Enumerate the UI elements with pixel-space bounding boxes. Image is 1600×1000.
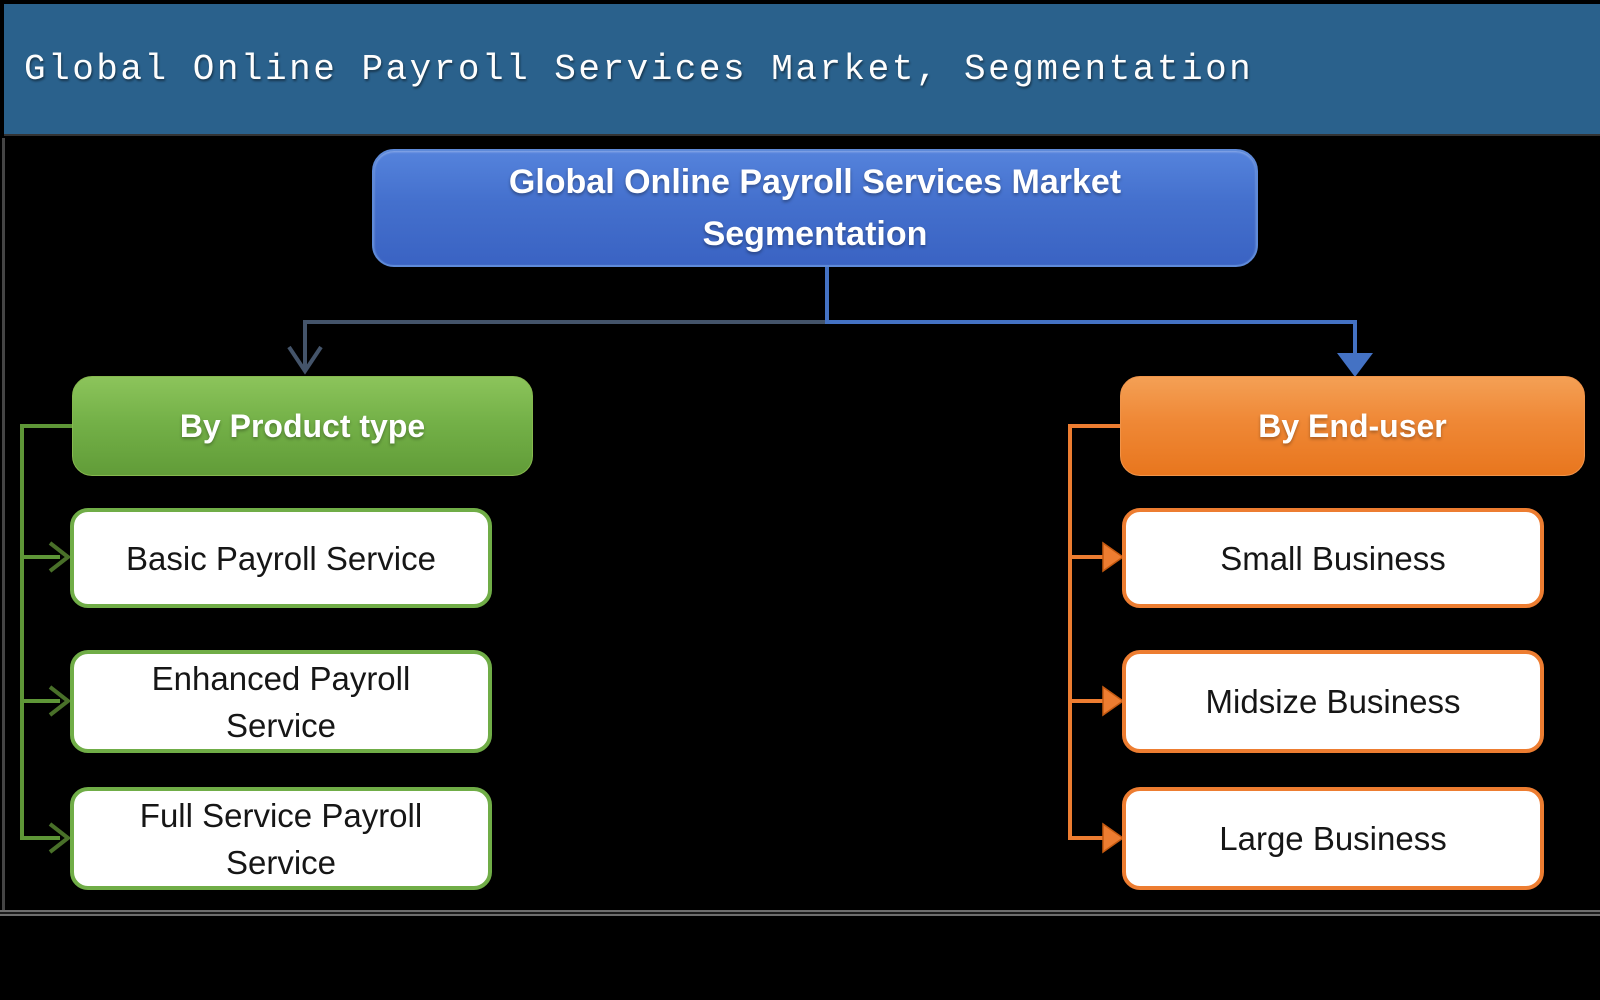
- node-enhanced-payroll-service: Enhanced Payroll Service: [70, 650, 492, 753]
- product-type-connector: [20, 424, 72, 854]
- header-title: Global Online Payroll Services Market, S…: [24, 48, 1254, 90]
- frame-left-border: [2, 138, 5, 912]
- node-basic-payroll-service: Basic Payroll Service: [70, 508, 492, 608]
- arrow-right-chevron-icon: [48, 822, 72, 854]
- arrow-down-triangle-icon: [1337, 353, 1373, 377]
- arrow-right-chevron-icon: [48, 541, 72, 573]
- arrow-right-chevron-icon: [48, 685, 72, 717]
- arrow-right-triangle-icon: [1102, 685, 1125, 717]
- root-connector: [287, 266, 1373, 377]
- header-bar: Global Online Payroll Services Market, S…: [4, 4, 1600, 136]
- node-large-business: Large Business: [1122, 787, 1544, 890]
- node-by-product-type: By Product type: [72, 376, 533, 476]
- node-root: Global Online Payroll Services Market Se…: [372, 149, 1258, 267]
- arrow-right-triangle-icon: [1102, 541, 1125, 573]
- frame-bottom-border: [0, 910, 1600, 916]
- node-small-business: Small Business: [1122, 508, 1544, 608]
- node-full-service-payroll-service: Full Service Payroll Service: [70, 787, 492, 890]
- end-user-connector: [1068, 424, 1125, 854]
- node-by-end-user: By End-user: [1120, 376, 1585, 476]
- arrow-right-triangle-icon: [1102, 822, 1125, 854]
- node-midsize-business: Midsize Business: [1122, 650, 1544, 753]
- arrow-down-chevron-icon: [287, 345, 323, 375]
